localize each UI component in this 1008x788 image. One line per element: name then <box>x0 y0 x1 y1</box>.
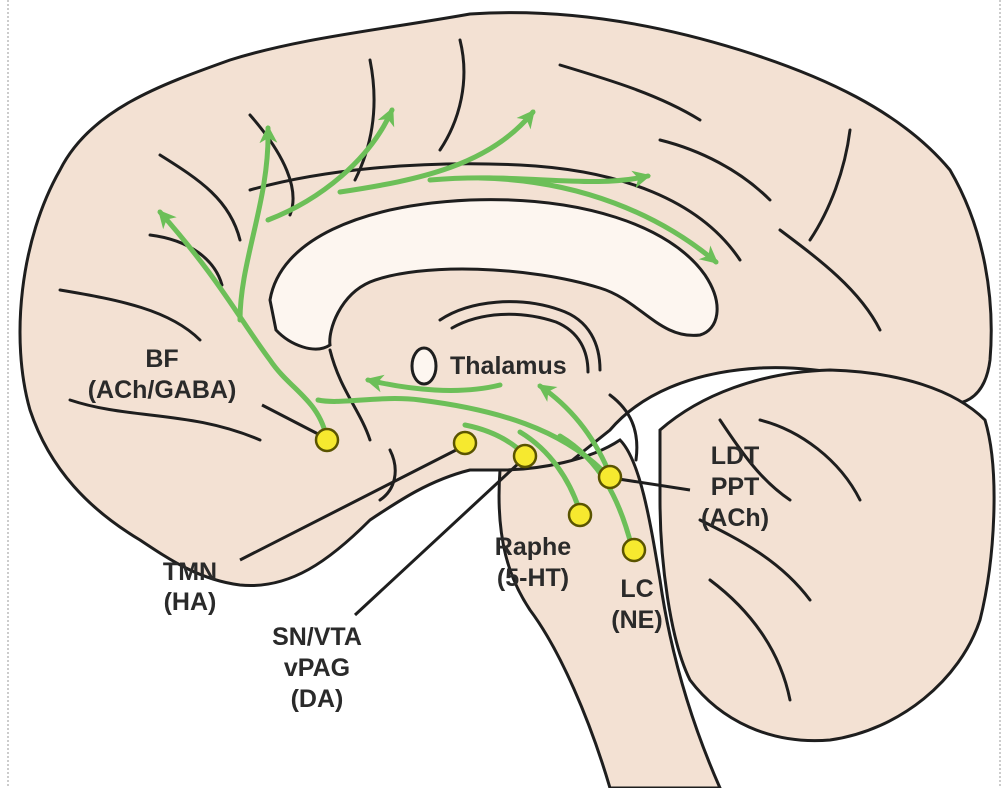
lc-transmitter-label: (NE) <box>611 606 662 634</box>
raphe-name-label: Raphe <box>495 533 572 561</box>
bf-transmitter-label: (ACh/GABA) <box>88 376 237 404</box>
thalamus-oval <box>410 346 438 386</box>
snvta-name-label: SN/VTA <box>272 623 362 651</box>
lc-name-label: LC <box>620 575 653 603</box>
bf-pointer <box>261 403 321 437</box>
brainstem <box>497 438 722 788</box>
thalamic-pathway-up <box>537 383 611 473</box>
labels: Thalamus BF (ACh/GABA) TMN (HA) SN/VTA v… <box>88 345 769 713</box>
bf-nucleus <box>314 427 340 453</box>
snvta-pointer <box>353 460 522 617</box>
bf-pathway-dorsal-3 <box>337 109 536 195</box>
lc-nucleus <box>621 537 647 563</box>
pointer-lines <box>239 403 691 617</box>
lateral-ventricle <box>268 198 719 351</box>
tmn-nucleus <box>452 430 478 456</box>
nuclei <box>314 427 647 563</box>
ldt-transmitter-label: (ACh) <box>701 504 769 532</box>
snvta-nucleus <box>512 443 538 469</box>
bf-pathway-dorsal-1 <box>237 125 278 323</box>
tmn-pointer <box>239 446 461 562</box>
tmn-transmitter-label: (HA) <box>164 588 217 616</box>
bf-name-label: BF <box>145 345 178 373</box>
cerebellum <box>658 368 996 743</box>
bf-pathway-frontal <box>157 209 330 443</box>
snvta-transmitter-label: (DA) <box>291 685 344 713</box>
bf-pathway-posterior <box>477 175 719 265</box>
ldt-pointer <box>611 476 691 492</box>
bf-pathway-dorsal-2 <box>265 107 395 223</box>
tmn-name-label: TMN <box>163 558 217 586</box>
ldt-name-label: LDT <box>711 442 760 470</box>
sulci-lines <box>58 38 882 702</box>
raphe-pathway <box>517 429 583 515</box>
ventral-pathway <box>315 396 605 473</box>
ldt-nucleus <box>597 464 623 490</box>
bf-pathway-dorsal-4 <box>427 170 651 189</box>
raphe-nucleus <box>567 502 593 528</box>
snvta-sub-label: vPAG <box>284 654 350 682</box>
ldt-sub-label: PPT <box>711 473 760 501</box>
thalamic-pathway-left <box>365 374 503 393</box>
thalamus-label: Thalamus <box>450 352 567 380</box>
raphe-transmitter-label: (5-HT) <box>497 564 569 592</box>
